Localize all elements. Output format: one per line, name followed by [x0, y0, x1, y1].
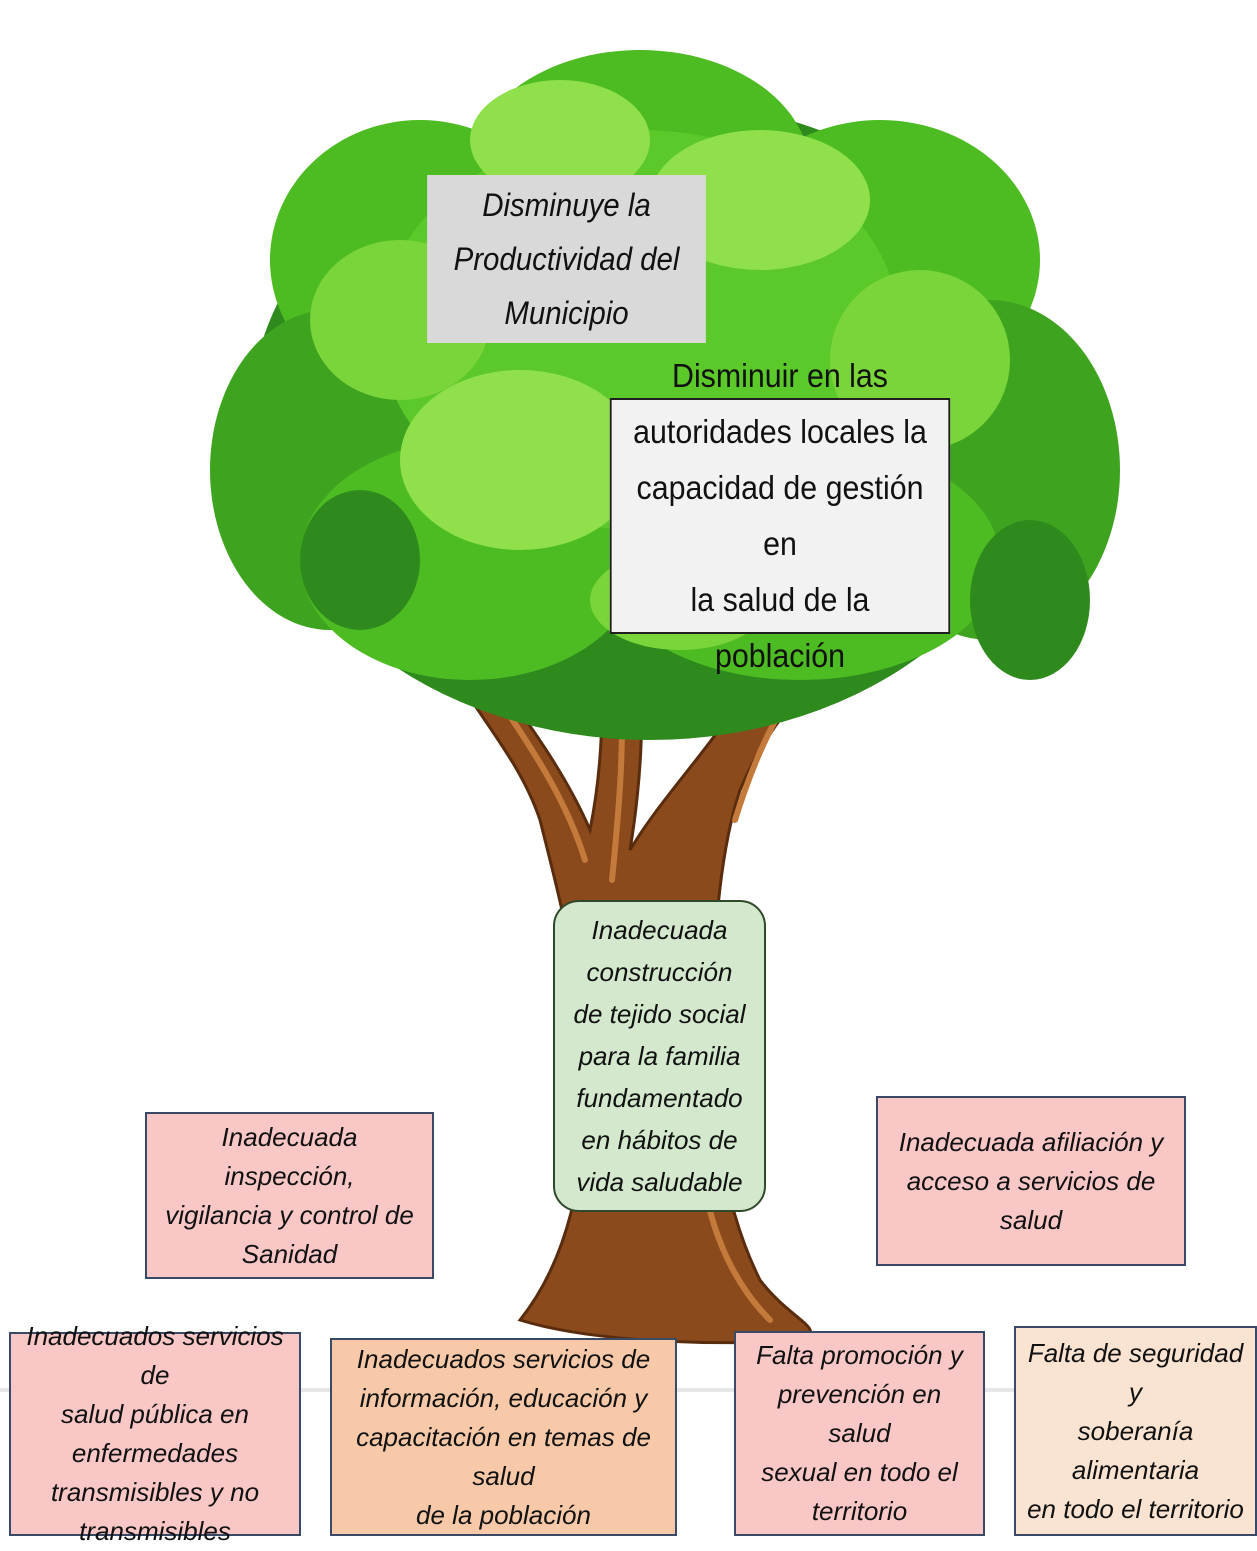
- central-text-line: para la familia: [578, 1041, 741, 1071]
- cause-text-line: en todo el territorio: [1027, 1493, 1244, 1524]
- cause-text-line: transmisibles: [79, 1516, 231, 1546]
- central-text-line: fundamentado: [576, 1083, 743, 1113]
- cause-text-line: vigilancia y control de: [165, 1199, 414, 1230]
- effect-text-line: autoridades locales la: [633, 413, 927, 450]
- central-text-line: en hábitos de: [581, 1125, 738, 1155]
- cause-text-line: de la población: [416, 1499, 591, 1530]
- cause-text-line: información, educación y: [359, 1382, 648, 1413]
- cause-salud-publica: Inadecuados servicios de salud pública e…: [9, 1321, 301, 1546]
- effect-text-line: Disminuye la: [482, 187, 651, 223]
- cause-text-line: Falta de seguridad y: [1027, 1337, 1244, 1407]
- cause-text-line: salud: [999, 1204, 1063, 1235]
- cause-afiliacion: Inadecuada afiliación y acceso a servici…: [876, 1096, 1186, 1266]
- cause-text-line: transmisibles y no: [50, 1477, 260, 1507]
- cause-promocion: Falta promoción y prevención en salud se…: [734, 1331, 985, 1536]
- cause-text-line: enfermedades: [71, 1438, 239, 1468]
- effect-text-line: Productividad del: [453, 241, 680, 277]
- effect-text-line: Municipio: [504, 295, 629, 331]
- cause-text-line: Inadecuados servicios de: [356, 1343, 651, 1374]
- effect-text-line: la salud de la población: [690, 581, 870, 674]
- cause-text-line: Falta promoción y: [756, 1340, 963, 1370]
- effect-productividad: Disminuye la Productividad del Municipio: [427, 175, 706, 343]
- cause-text-line: capacitación en temas de salud: [356, 1421, 651, 1491]
- central-text-line: vida saludable: [576, 1167, 743, 1197]
- effect-text-line: Disminuir en las: [672, 357, 888, 394]
- effect-capacidad-gestion: Disminuir en las autoridades locales la …: [609, 357, 951, 674]
- cause-text-line: Inadecuados servicios de: [26, 1321, 284, 1390]
- central-text-line: construcción: [586, 957, 733, 987]
- cause-text-line: prevención en salud: [777, 1379, 942, 1448]
- cause-text-line: soberanía alimentaria: [1071, 1415, 1200, 1485]
- cause-informacion: Inadecuados servicios de información, ed…: [330, 1338, 677, 1536]
- effect-text-line: capacidad de gestión en: [636, 469, 924, 562]
- central-text-line: de tejido social: [573, 999, 746, 1029]
- cause-seguridad-alimentaria: Falta de seguridad y soberanía alimentar…: [1014, 1326, 1257, 1536]
- cause-text-line: sexual en todo el: [761, 1457, 958, 1487]
- central-problem: Inadecuada construcción de tejido social…: [553, 900, 766, 1212]
- cause-text-line: Sanidad: [241, 1238, 338, 1269]
- cause-text-line: Inadecuada afiliación y: [898, 1126, 1164, 1157]
- cause-text-line: Inadecuada inspección,: [221, 1121, 358, 1191]
- central-text-line: Inadecuada: [591, 915, 728, 945]
- cause-text-line: acceso a servicios de: [906, 1165, 1156, 1196]
- cause-inspeccion: Inadecuada inspección, vigilancia y cont…: [145, 1112, 434, 1279]
- cause-text-line: territorio: [811, 1496, 908, 1526]
- cause-text-line: salud pública en: [61, 1399, 249, 1429]
